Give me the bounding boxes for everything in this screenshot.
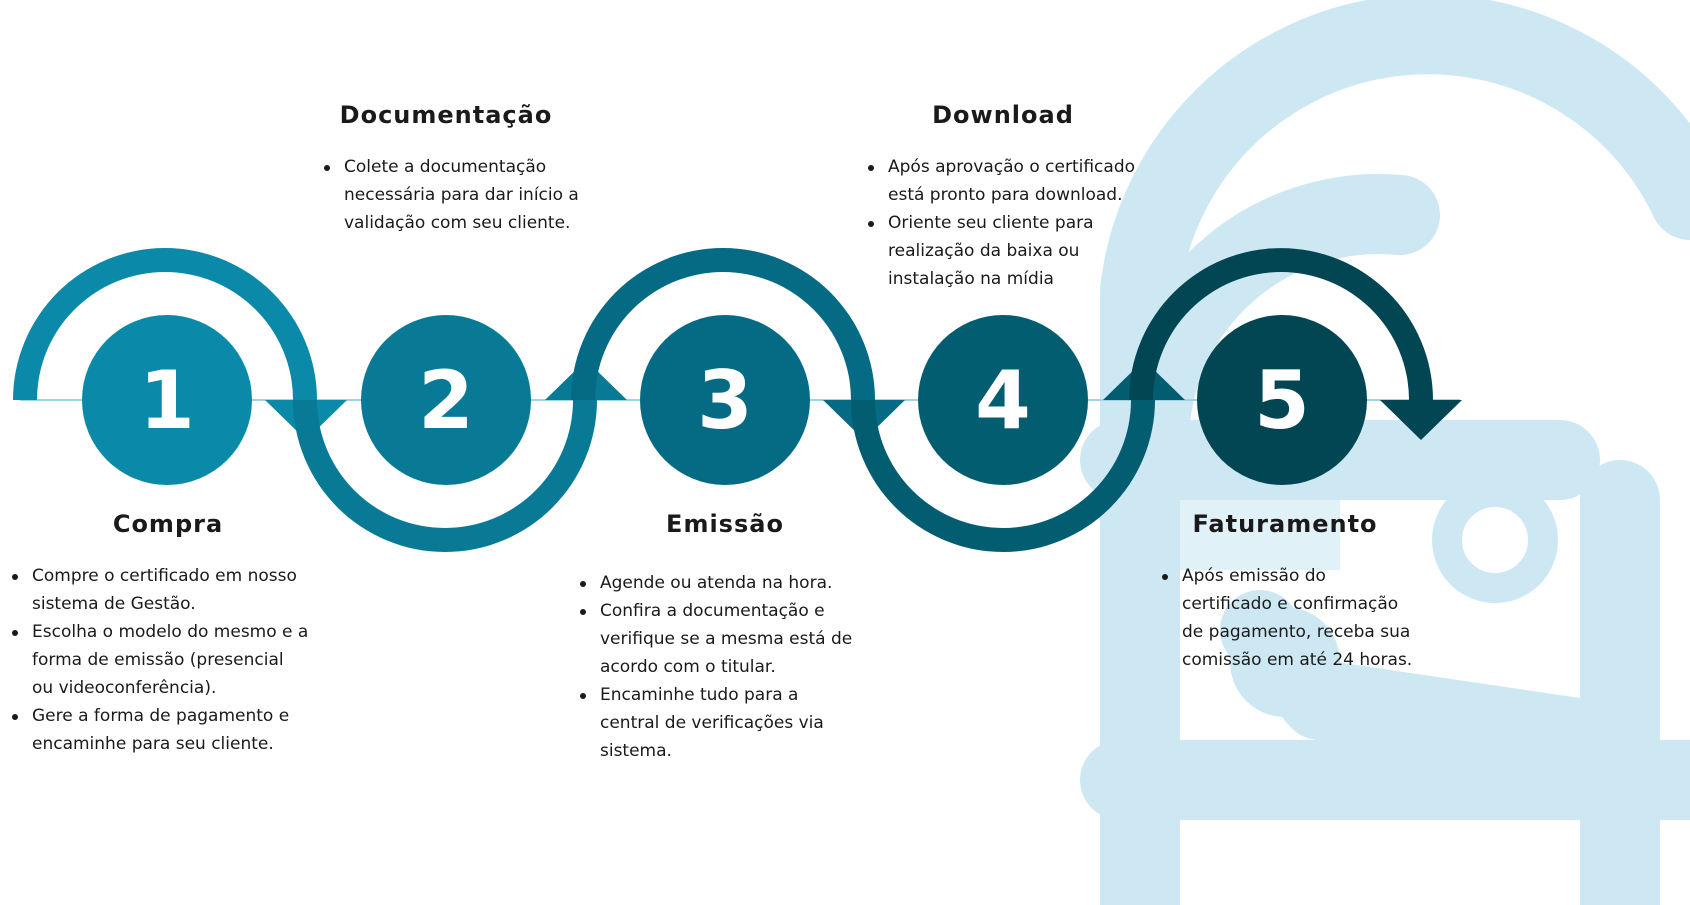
arrowhead-step-5 bbox=[1380, 400, 1462, 440]
list-item: Após aprovação o certificado está pronto… bbox=[866, 153, 1141, 209]
step-circle-1 bbox=[82, 315, 252, 485]
list-item: Compre o certificado em nosso sistema de… bbox=[10, 562, 310, 618]
step-circle-4 bbox=[918, 315, 1088, 485]
list-item: Oriente seu cliente para realização da b… bbox=[866, 209, 1141, 293]
step-title-2: Documentação bbox=[339, 101, 553, 129]
step-title-5: Faturamento bbox=[1192, 510, 1378, 538]
arc-step-4 bbox=[851, 400, 1155, 552]
list-item: Encaminhe tudo para a central de verific… bbox=[578, 681, 863, 765]
step-number-1: 1 bbox=[139, 353, 195, 447]
list-item: Escolha o modelo do mesmo e a forma de e… bbox=[10, 618, 310, 702]
list-item: Colete a documentação necessária para da… bbox=[322, 153, 587, 237]
bg-node-1 bbox=[1432, 477, 1558, 603]
step-number-5: 5 bbox=[1254, 353, 1310, 447]
step-title-4: Download bbox=[932, 101, 1074, 129]
step-list-5: Após emissão do certificado e confirmaçã… bbox=[1160, 562, 1420, 674]
step-title-1: Compra bbox=[112, 510, 224, 538]
list-item: Gere a forma de pagamento e encaminhe pa… bbox=[10, 702, 310, 758]
list-item: Agende ou atenda na hora. bbox=[578, 569, 863, 597]
arc-step-5 bbox=[1129, 248, 1433, 400]
list-item: Após emissão do certificado e confirmaçã… bbox=[1160, 562, 1420, 674]
step-list-4: Após aprovação o certificado está pronto… bbox=[866, 153, 1141, 293]
step-list-2: Colete a documentação necessária para da… bbox=[322, 153, 587, 237]
step-list-3: Agende ou atenda na hora. Confira a docu… bbox=[578, 569, 863, 765]
step-circle-3 bbox=[640, 315, 810, 485]
step-title-3: Emissão bbox=[666, 510, 784, 538]
step-number-2: 2 bbox=[418, 353, 474, 447]
bg-node-2 bbox=[1230, 607, 1340, 717]
arc-step-1 bbox=[13, 248, 317, 400]
step-circle-5 bbox=[1197, 315, 1367, 485]
step-list-1: Compre o certificado em nosso sistema de… bbox=[10, 562, 310, 758]
bg-arc-outer bbox=[1100, 0, 1690, 905]
arc-step-3 bbox=[571, 248, 875, 400]
arc-step-2 bbox=[293, 400, 597, 552]
step-number-4: 4 bbox=[975, 353, 1031, 447]
step-circle-2 bbox=[361, 315, 531, 485]
list-item: Confira a documentação e verifique se a … bbox=[578, 597, 863, 681]
step-number-3: 3 bbox=[697, 353, 753, 447]
